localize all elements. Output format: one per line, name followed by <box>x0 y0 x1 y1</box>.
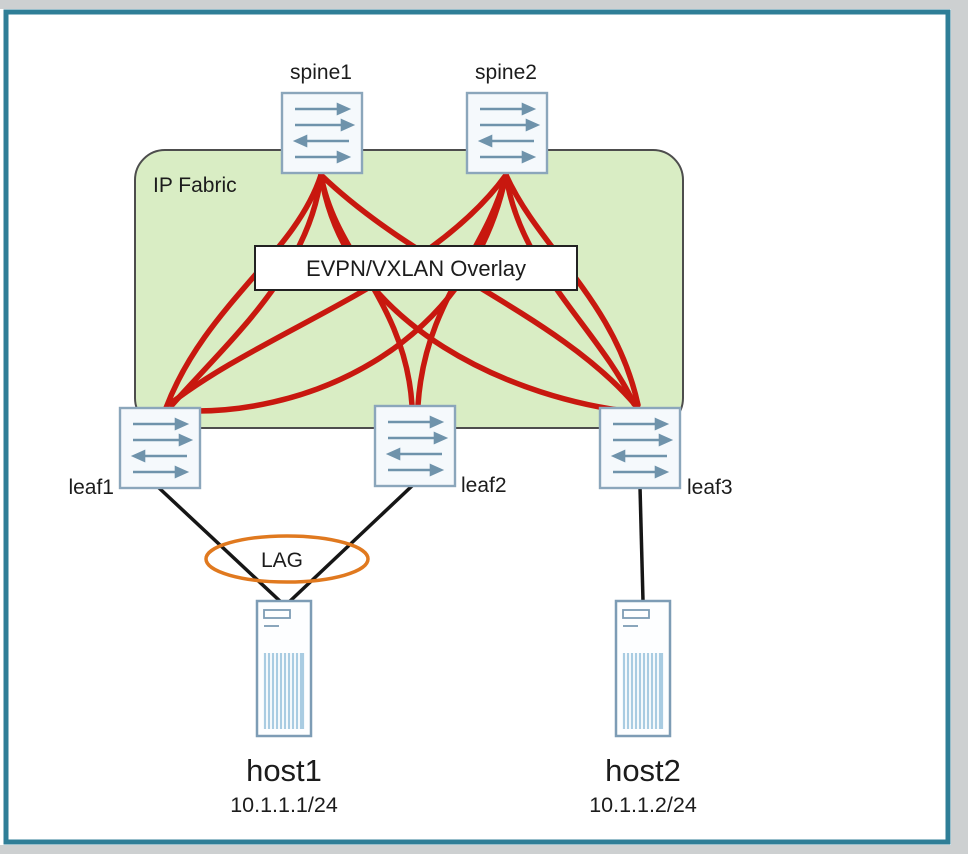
leaf2-label: leaf2 <box>461 474 507 497</box>
spine1-label: spine1 <box>290 61 352 84</box>
host2-label: host2 <box>605 753 681 788</box>
leaf2-switch-icon <box>373 404 457 488</box>
host1-ip-label: 10.1.1.1/24 <box>230 793 338 817</box>
host1-server-icon <box>255 599 313 738</box>
link-spine1-leaf3 <box>318 172 640 410</box>
link-spine1-leaf1 <box>163 172 324 411</box>
overlay-label-box <box>254 245 578 291</box>
bottom-edge-bar <box>0 845 968 854</box>
host2-ip-label: 10.1.1.2/24 <box>589 793 697 817</box>
spine2-label: spine2 <box>475 61 537 84</box>
leaf3-label: leaf3 <box>687 476 733 499</box>
link-spine2-leaf1 <box>167 172 509 407</box>
leaf3-switch-icon <box>598 406 682 490</box>
spine1-switch-icon <box>280 91 364 175</box>
top-edge-bar <box>0 0 968 9</box>
leaf1-label: leaf1 <box>68 476 114 499</box>
right-edge-bar <box>951 0 968 854</box>
link-spine1-leaf3-b <box>318 172 637 415</box>
link-leaf3-host2 <box>638 486 645 602</box>
link-spine2-leaf3-b <box>503 172 637 407</box>
ip-fabric-label: IP Fabric <box>153 174 237 197</box>
overlay-label: EVPN/VXLAN Overlay <box>306 256 526 281</box>
link-spine1-leaf1-b <box>169 172 324 408</box>
spine2-switch-icon <box>465 91 549 175</box>
host1-label: host1 <box>246 753 322 788</box>
host2-server-icon <box>614 599 672 738</box>
link-spine2-leaf1-b <box>169 172 509 414</box>
lag-label: LAG <box>261 549 303 572</box>
leaf1-switch-icon <box>118 406 202 490</box>
lag-ellipse <box>204 534 370 584</box>
